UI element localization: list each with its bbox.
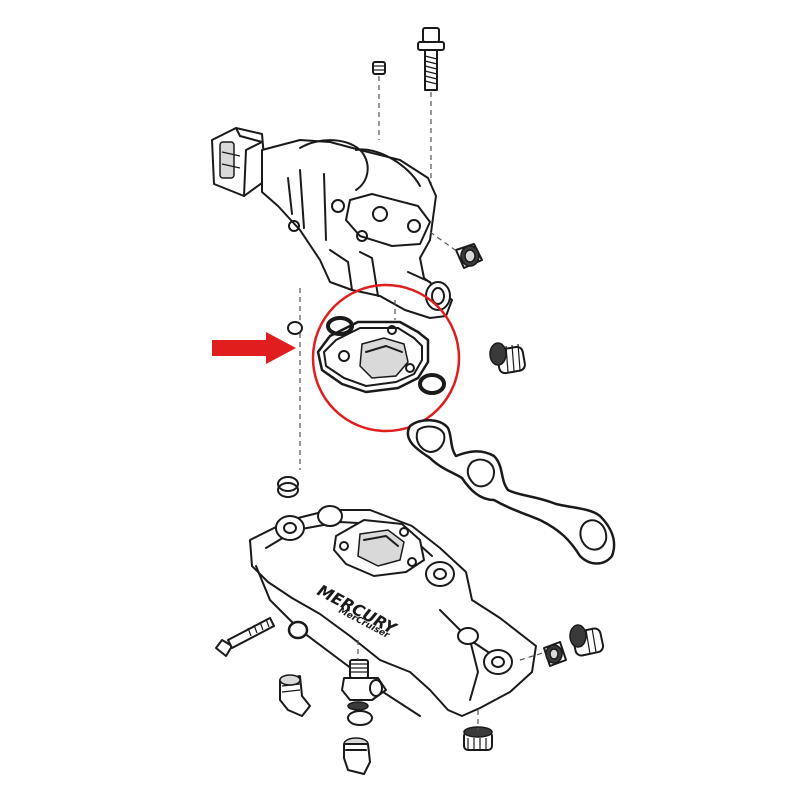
hose-fitting-upper xyxy=(489,342,526,375)
manifold-cap xyxy=(277,476,299,498)
riser-gasket xyxy=(316,320,430,394)
hose-fitting-lower xyxy=(569,624,605,657)
sealing-washer xyxy=(287,620,309,640)
top-bolt xyxy=(417,27,445,91)
sensor-connector xyxy=(211,127,267,197)
lower-elbow-fitting xyxy=(343,737,371,775)
tee-o-ring xyxy=(347,710,373,726)
highlight-circle xyxy=(311,283,461,433)
drain-plug xyxy=(463,726,493,751)
manifold-bolt xyxy=(215,617,275,657)
o-ring-right xyxy=(418,373,446,395)
plug-lower-axis-line xyxy=(519,651,547,661)
small-plug xyxy=(287,321,303,335)
manifold-gasket xyxy=(406,419,616,565)
tee-washer xyxy=(347,701,369,711)
plug-axis-line xyxy=(429,231,459,253)
arrow-right-icon xyxy=(212,332,296,364)
tee-fitting xyxy=(341,659,387,701)
pipe-plug-upper xyxy=(455,243,483,269)
o-ring-left xyxy=(326,316,354,336)
elbow-fitting xyxy=(279,674,311,717)
exhaust-manifold: MERCURY MerCruiser xyxy=(249,505,537,717)
riser-housing xyxy=(211,127,453,319)
pipe-plug-lower xyxy=(543,641,567,667)
set-screw xyxy=(372,61,386,75)
